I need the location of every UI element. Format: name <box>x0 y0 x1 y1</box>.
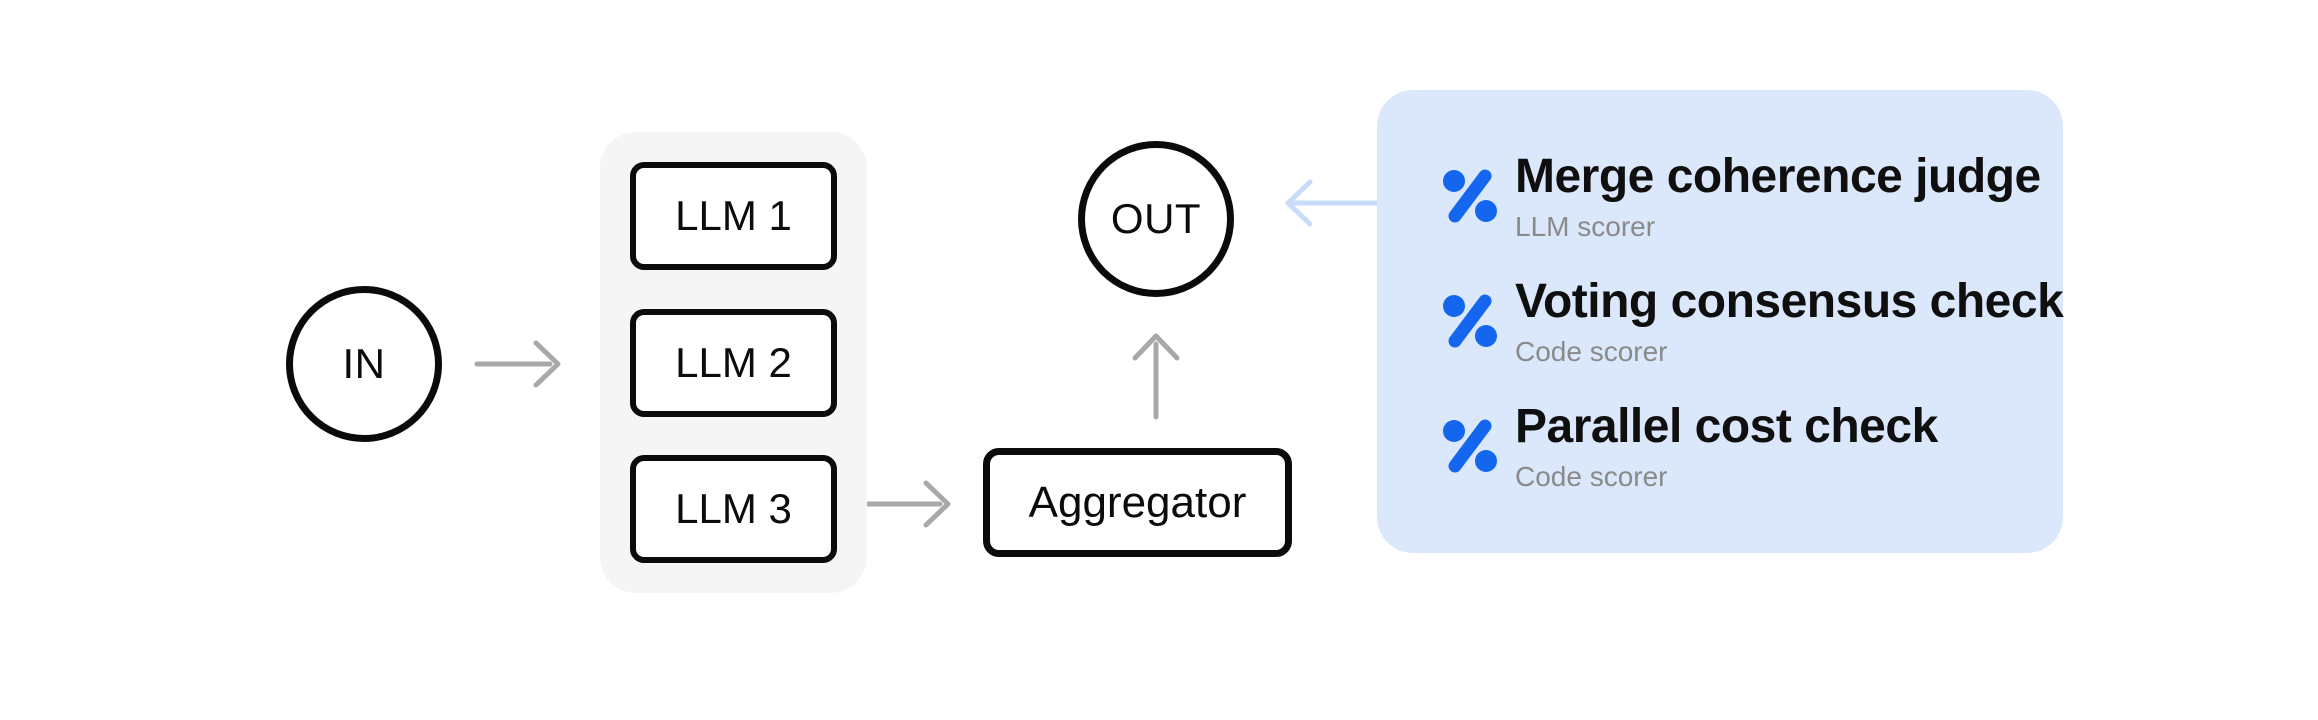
aggregator-node: Aggregator <box>983 448 1292 557</box>
llm-group-container: LLM 1 LLM 2 LLM 3 <box>600 132 867 593</box>
scorer-subtitle: Code scorer <box>1515 335 1668 367</box>
scorer-row: Merge coherence judge LLM scorer <box>1439 148 2041 243</box>
percent-scorer-icon <box>1443 169 1497 223</box>
llm-1-label: LLM 1 <box>675 192 792 239</box>
output-node-label: OUT <box>1110 195 1202 242</box>
scorer-panel: Merge coherence judge LLM scorer Voting … <box>1377 90 2064 553</box>
output-node: OUT <box>1078 141 1234 297</box>
panel-to-out-arrow <box>1285 179 1380 227</box>
scorer-row: Voting consensus check Code scorer <box>1439 273 2064 368</box>
scorer-text: Parallel cost check Code scorer <box>1515 398 1938 493</box>
percent-scorer-icon <box>1443 419 1497 473</box>
llm-2-node: LLM 2 <box>630 308 837 417</box>
scorer-title: Voting consensus check <box>1515 275 2064 329</box>
aggregator-label: Aggregator <box>1028 477 1247 527</box>
input-node: IN <box>286 286 442 442</box>
scorer-title: Merge coherence judge <box>1515 150 2041 203</box>
llm-2-label: LLM 2 <box>675 338 792 386</box>
scorer-subtitle: Code scorer <box>1515 460 1668 492</box>
percent-scorer-icon <box>1443 294 1497 348</box>
scorer-title: Parallel cost check <box>1515 400 1938 454</box>
llm-1-node: LLM 1 <box>630 162 837 270</box>
llm-3-label: LLM 3 <box>675 485 792 532</box>
scorer-text: Voting consensus check Code scorer <box>1515 273 2064 368</box>
scorer-row: Parallel cost check Code scorer <box>1439 398 2023 493</box>
input-node-label: IN <box>342 340 386 387</box>
llm3-to-aggregator-arrow <box>864 480 951 528</box>
in-to-llms-arrow <box>474 340 561 388</box>
scorer-subtitle: LLM scorer <box>1515 210 1656 242</box>
scorer-text: Merge coherence judge LLM scorer <box>1515 148 2041 243</box>
aggregator-to-out-arrow <box>1132 333 1180 420</box>
llm-3-node: LLM 3 <box>630 455 837 563</box>
